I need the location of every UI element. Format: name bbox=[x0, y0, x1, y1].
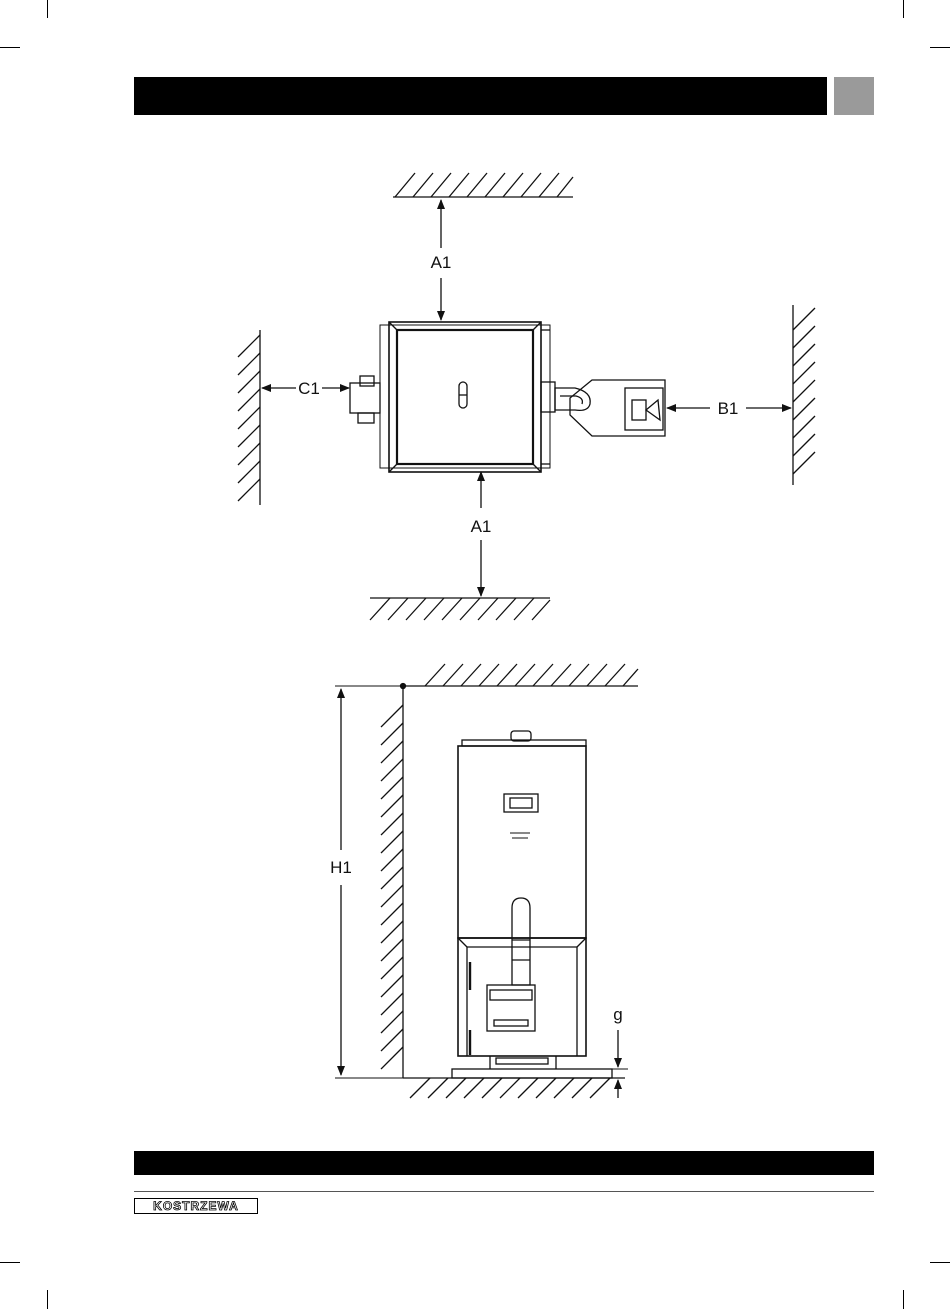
ceiling bbox=[403, 664, 638, 686]
footer-rule bbox=[134, 1191, 874, 1192]
footer-bar bbox=[134, 1151, 874, 1175]
wall-top bbox=[393, 173, 573, 197]
kostrzewa-logo: KOSTRZEWA bbox=[134, 1198, 258, 1214]
label-g: g bbox=[613, 1005, 622, 1024]
wall-right bbox=[793, 305, 815, 485]
logo-text: KOSTRZEWA bbox=[153, 1199, 239, 1213]
side-view bbox=[335, 664, 638, 1098]
boiler-front-view bbox=[458, 731, 586, 1069]
wall-bottom bbox=[370, 598, 550, 620]
label-b1: B1 bbox=[718, 399, 739, 418]
plinth bbox=[452, 1069, 612, 1078]
label-h1: H1 bbox=[330, 858, 352, 877]
label-c1: C1 bbox=[298, 379, 320, 398]
floor bbox=[403, 1078, 625, 1098]
top-view bbox=[238, 173, 815, 620]
back-wall bbox=[381, 686, 403, 1078]
label-a1-top: A1 bbox=[431, 253, 452, 272]
wall-left bbox=[238, 330, 260, 505]
boiler-top-view bbox=[350, 322, 665, 472]
label-a1-bottom: A1 bbox=[471, 517, 492, 536]
